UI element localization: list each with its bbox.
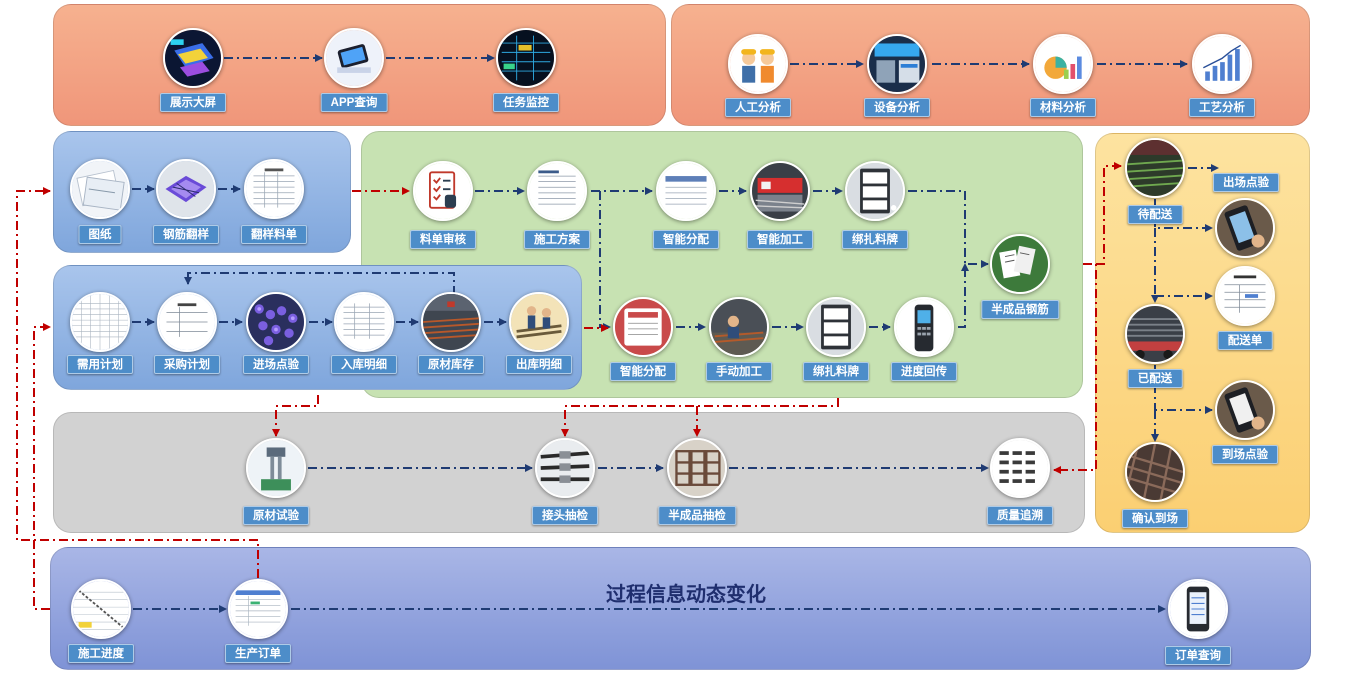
process-analysis-icon[interactable] <box>1192 34 1252 94</box>
label-purchase-plan: 采购计划 <box>154 355 220 374</box>
inbound-detail-icon[interactable] <box>334 292 394 352</box>
semi-sampling-icon[interactable] <box>667 438 727 498</box>
label-task-monitor: 任务监控 <box>493 93 559 112</box>
drawings-icon[interactable] <box>70 159 130 219</box>
material-analysis-icon[interactable] <box>1033 34 1093 94</box>
app-query-icon[interactable] <box>324 28 384 88</box>
label-inbound-detail: 入库明细 <box>331 355 397 374</box>
label-raw-stock: 原材库存 <box>418 355 484 374</box>
label-demand-plan: 需用计划 <box>67 355 133 374</box>
label-labor-analysis: 人工分析 <box>725 98 791 117</box>
label-pending-delivery: 待配送 <box>1127 205 1183 224</box>
tag-bottom-icon[interactable] <box>806 297 866 357</box>
label-delivered: 已配送 <box>1127 369 1183 388</box>
label-delivery-note: 配送单 <box>1217 331 1273 350</box>
construction-plan-icon[interactable] <box>527 161 587 221</box>
delivery-note-icon[interactable] <box>1215 266 1275 326</box>
label-order-query: 订单查询 <box>1165 646 1231 665</box>
confirm-arrival-icon[interactable] <box>1125 442 1185 502</box>
label-construction-progress: 施工进度 <box>68 644 134 663</box>
label-rebar-sample: 钢筋翻样 <box>153 225 219 244</box>
rebar-sample-icon[interactable] <box>156 159 216 219</box>
label-tag-bottom: 绑扎料牌 <box>803 362 869 381</box>
label-app-query: APP查询 <box>320 93 388 112</box>
exit-check-phone-icon[interactable] <box>1215 198 1275 258</box>
labor-analysis-icon[interactable] <box>728 34 788 94</box>
label-outbound-detail: 出库明细 <box>506 355 572 374</box>
equipment-analysis-icon[interactable] <box>867 34 927 94</box>
label-display-screen: 展示大屏 <box>160 93 226 112</box>
label-semi-rebar: 半成品钢筋 <box>981 300 1059 319</box>
label-manual-processing: 手动加工 <box>706 362 772 381</box>
smart-alloc-top-icon[interactable] <box>656 161 716 221</box>
semi-rebar-icon[interactable] <box>990 234 1050 294</box>
sample-list-icon[interactable] <box>244 159 304 219</box>
label-sample-list: 翻样料单 <box>241 225 307 244</box>
purchase-plan-icon[interactable] <box>157 292 217 352</box>
label-drawings: 图纸 <box>78 225 122 244</box>
raw-test-icon[interactable] <box>246 438 306 498</box>
delivered-icon[interactable] <box>1125 304 1185 364</box>
label-progress-report: 进度回传 <box>891 362 957 381</box>
label-construction-plan: 施工方案 <box>524 230 590 249</box>
label-material-analysis: 材料分析 <box>1030 98 1096 117</box>
label-joint-sampling: 接头抽检 <box>532 506 598 525</box>
incoming-check-icon[interactable] <box>246 292 306 352</box>
label-production-order: 生产订单 <box>225 644 291 663</box>
outbound-detail-icon[interactable] <box>509 292 569 352</box>
label-arrival-check: 到场点验 <box>1212 445 1278 464</box>
label-smart-alloc-top: 智能分配 <box>653 230 719 249</box>
label-raw-test: 原材试验 <box>243 506 309 525</box>
label-list-review: 料单审核 <box>410 230 476 249</box>
list-review-icon[interactable] <box>413 161 473 221</box>
label-confirm-arrival: 确认到场 <box>1122 509 1188 528</box>
tag-top-icon[interactable] <box>845 161 905 221</box>
label-smart-processing: 智能加工 <box>747 230 813 249</box>
manual-processing-icon[interactable] <box>709 297 769 357</box>
smart-processing-icon[interactable] <box>750 161 810 221</box>
display-screen-icon[interactable] <box>163 28 223 88</box>
arrival-check-icon[interactable] <box>1215 380 1275 440</box>
pending-delivery-icon[interactable] <box>1125 138 1185 198</box>
demand-plan-icon[interactable] <box>70 292 130 352</box>
label-exit-check: 出场点验 <box>1213 173 1279 192</box>
smart-alloc-bottom-icon[interactable] <box>613 297 673 357</box>
label-quality-trace: 质量追溯 <box>987 506 1053 525</box>
construction-progress-icon[interactable] <box>71 579 131 639</box>
label-smart-alloc-bottom: 智能分配 <box>610 362 676 381</box>
label-process-analysis: 工艺分析 <box>1189 98 1255 117</box>
page-title: 过程信息动态变化 <box>606 584 766 606</box>
quality-trace-icon[interactable] <box>990 438 1050 498</box>
production-order-icon[interactable] <box>228 579 288 639</box>
progress-report-icon[interactable] <box>894 297 954 357</box>
order-query-icon[interactable] <box>1168 579 1228 639</box>
task-monitor-icon[interactable] <box>496 28 556 88</box>
raw-stock-icon[interactable] <box>421 292 481 352</box>
label-incoming-check: 进场点验 <box>243 355 309 374</box>
label-semi-sampling: 半成品抽检 <box>658 506 736 525</box>
joint-sampling-icon[interactable] <box>535 438 595 498</box>
label-equipment-analysis: 设备分析 <box>864 98 930 117</box>
label-tag-top: 绑扎料牌 <box>842 230 908 249</box>
